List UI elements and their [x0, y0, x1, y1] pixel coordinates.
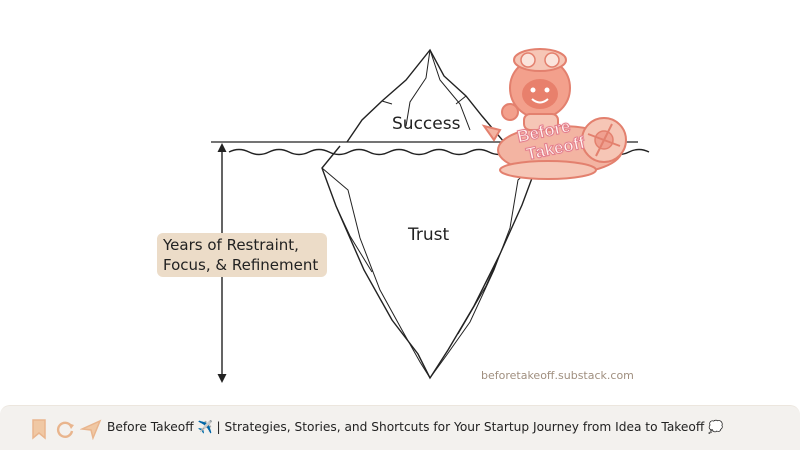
- iceberg-tip-detail: [381, 49, 471, 131]
- send-icon[interactable]: [80, 418, 102, 440]
- mascot-robot-plane: [481, 48, 627, 180]
- arrow-head-top: [217, 143, 227, 152]
- iceberg-body: [321, 145, 539, 380]
- watermark-url: beforetakeoff.substack.com: [481, 369, 634, 382]
- iceberg-body-detail: [321, 161, 539, 379]
- refresh-icon[interactable]: [54, 418, 76, 440]
- bookmark-icon[interactable]: [28, 418, 50, 440]
- measure-label-line-1: Years of Restraint,: [163, 236, 299, 254]
- footer-tagline: Before Takeoff ✈️ | Strategies, Stories,…: [107, 420, 724, 434]
- arrow-head-bottom: [217, 374, 227, 383]
- measure-label-box: Years of Restraint, Focus, & Refinement: [157, 233, 327, 277]
- iceberg-tip-label: Success: [392, 114, 461, 134]
- measure-label-line-2: Focus, & Refinement: [163, 256, 319, 274]
- iceberg-body-label: Trust: [408, 225, 450, 245]
- footer-bar: Before Takeoff ✈️ | Strategies, Stories,…: [0, 405, 800, 450]
